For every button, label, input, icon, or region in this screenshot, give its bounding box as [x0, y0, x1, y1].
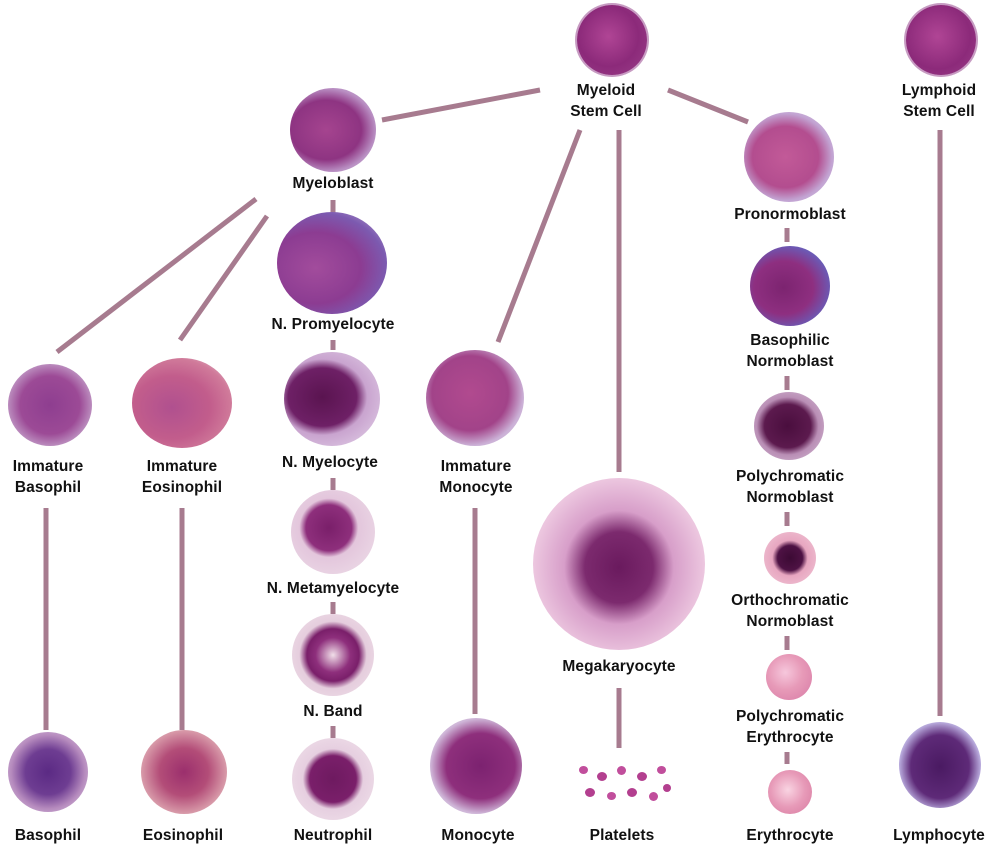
polychromatic-erythrocyte-image: [766, 654, 812, 700]
connector-myeloblast-immature-eosinophil: [177, 214, 270, 342]
label-pronormoblast: Pronormoblast: [734, 206, 846, 223]
connector-myeloid-immature-monocyte: [495, 129, 583, 343]
label-myeloblast: Myeloblast: [292, 175, 374, 192]
immature-eosinophil-image: [132, 358, 232, 448]
monocyte-image: [430, 718, 522, 814]
n-band-image: [292, 614, 374, 696]
n-metamyelocyte-image: [291, 490, 375, 574]
label-n-band: N. Band: [303, 703, 363, 720]
label-lymphocyte: Lymphocyte: [893, 827, 985, 844]
label-monocyte: Monocyte: [441, 827, 515, 844]
lymphoid-stem-cell-image: [906, 5, 976, 75]
eosinophil-image: [141, 730, 227, 814]
myeloid-stem-cell-image: [577, 5, 647, 75]
basophilic-normoblast-image: [750, 246, 830, 326]
immature-basophil-image: [8, 364, 92, 446]
polychromatic-normoblast-image: [754, 392, 824, 460]
label-erythrocyte: Erythrocyte: [746, 827, 834, 844]
label-n-myelocyte: N. Myelocyte: [282, 454, 378, 471]
label-megakaryocyte: Megakaryocyte: [562, 658, 676, 675]
myeloblast-image: [290, 88, 376, 172]
orthochromatic-normoblast-image: [764, 532, 816, 584]
label-eosinophil: Eosinophil: [142, 827, 224, 844]
connector-myeloid-myeloblast: [381, 87, 541, 123]
label-n-promyelocyte: N. Promyelocyte: [271, 316, 395, 333]
megakaryocyte-image: [533, 478, 705, 650]
n-promyelocyte-image: [277, 212, 387, 314]
n-myelocyte-image: [284, 352, 380, 446]
connector-myeloid-pronormoblast: [667, 87, 749, 125]
label-n-metamyelocyte: N. Metamyelocyte: [266, 580, 400, 597]
label-neutrophil: Neutrophil: [293, 827, 373, 844]
basophil-image: [8, 732, 88, 812]
platelets-image: [575, 762, 675, 812]
immature-monocyte-image: [426, 350, 524, 446]
connector-myeloblast-immature-basophil: [55, 197, 258, 354]
neutrophil-image: [292, 738, 374, 820]
lymphocyte-image: [899, 722, 981, 808]
label-platelets: Platelets: [589, 827, 655, 844]
erythrocyte-image: [768, 770, 812, 814]
pronormoblast-image: [744, 112, 834, 202]
label-basophil: Basophil: [14, 827, 82, 844]
